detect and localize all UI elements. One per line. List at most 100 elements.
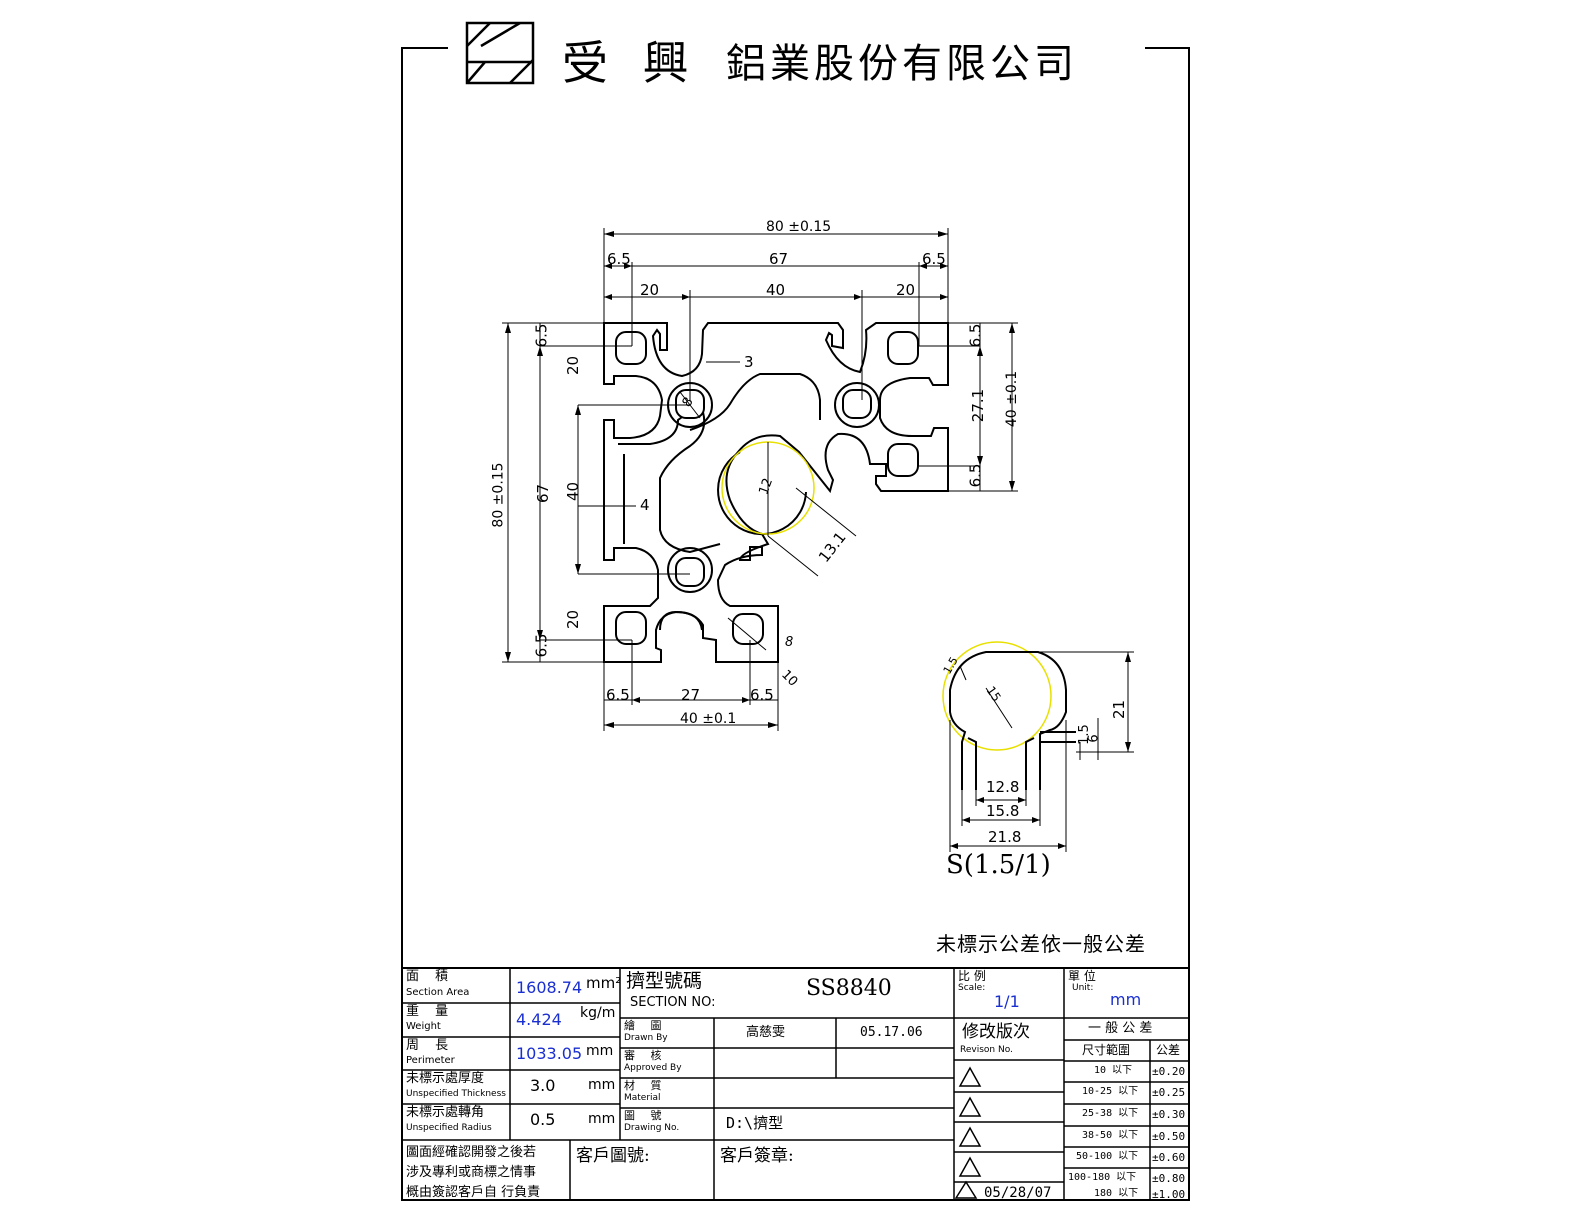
- perimeter-label-cn: 周 長: [406, 1038, 455, 1053]
- dim-top-middle: 67: [769, 250, 789, 268]
- revision-label-cn: 修改版次: [962, 1022, 1030, 1042]
- dim-left-40: 40: [564, 481, 583, 502]
- tolerance-value: ±0.30: [1152, 1108, 1186, 1121]
- tolerance-value: ±0.50: [1152, 1130, 1186, 1143]
- dim-left-edge-bottom: 6.5: [532, 633, 551, 658]
- dim-right-edge-bottom: 6.5: [966, 463, 985, 488]
- thickness-label-cn: 未標示處厚度: [406, 1071, 485, 1086]
- slot-dim-12-8: 12.8: [986, 778, 1020, 796]
- radius-unit: mm: [588, 1111, 616, 1127]
- dim-right-40: 40 ±0.1: [1004, 370, 1021, 428]
- drawing-frame: [401, 47, 1190, 1201]
- company-logo-icon: [465, 21, 535, 85]
- drawing-no-label-en: Drawing No.: [624, 1123, 680, 1133]
- drawn-by-value: 高慈雯: [746, 1025, 786, 1040]
- dim-left-20-top: 20: [564, 355, 583, 376]
- customer-sign-label: 客戶簽章:: [720, 1146, 794, 1166]
- profile-internal-details: [618, 373, 880, 631]
- dim-bottom-edge-right: 6.5: [750, 686, 774, 704]
- unit-label-cn: 單 位: [1068, 969, 1096, 983]
- perimeter-value: 1033.05: [516, 1044, 583, 1063]
- tolerance-col-tol: 公差: [1156, 1043, 1181, 1057]
- slot-dim-height-21: 21: [1110, 699, 1129, 720]
- area-label-en: Section Area: [406, 987, 470, 998]
- thickness-label-en: Unspecified Thickness: [406, 1089, 506, 1099]
- tolerance-range: 10-25 以下: [1082, 1086, 1139, 1097]
- slot-dim-6: 6: [1086, 734, 1102, 743]
- tolerance-value: ±1.00: [1152, 1188, 1186, 1201]
- scale-label-en: Scale:: [958, 983, 986, 993]
- drawn-label-cn: 繪 圖: [624, 1019, 668, 1032]
- drawn-date: 05.17.06: [860, 1025, 923, 1040]
- company-name: 鋁業股份有限公司: [726, 41, 1078, 87]
- drawing-no-value: D:\擠型: [726, 1114, 784, 1132]
- dim-right-27-1: 27.1: [969, 388, 988, 423]
- disclaimer-line-2: 涉及專利或商標之情事: [406, 1165, 537, 1180]
- area-value: 1608.74: [516, 978, 583, 997]
- dim-small-8: 8: [785, 635, 794, 650]
- unit-label-en: Unit:: [1072, 983, 1094, 993]
- revision-triangle-icons: [954, 1066, 982, 1199]
- slot-dim-21-8: 21.8: [988, 828, 1022, 846]
- tolerance-range: 10 以下: [1094, 1065, 1133, 1076]
- thickness-value: 3.0: [530, 1076, 556, 1095]
- section-label-en: SECTION NO:: [630, 995, 716, 1010]
- weight-unit: kg/m: [580, 1005, 616, 1021]
- dim-top-40: 40: [766, 281, 786, 299]
- disclaimer-line-3: 概由簽認客戶自 行負責: [406, 1185, 541, 1200]
- drawn-label-en: Drawn By: [624, 1033, 668, 1043]
- weight-value: 4.424: [516, 1010, 562, 1029]
- tolerance-value: ±0.20: [1152, 1065, 1186, 1078]
- dim-wall-3: 3: [744, 353, 754, 371]
- area-unit: mm²: [586, 974, 622, 992]
- section-number: SS8840: [806, 976, 892, 1001]
- unit-value: mm: [1110, 990, 1142, 1009]
- radius-value: 0.5: [530, 1110, 556, 1129]
- tolerance-title: 一 般 公 差: [1088, 1021, 1153, 1036]
- dim-wall-4: 4: [640, 496, 650, 514]
- title-block-grid: [402, 967, 1189, 1200]
- approved-label-en: Approved By: [624, 1063, 682, 1073]
- tolerance-range: 25-38 以下: [1082, 1108, 1139, 1119]
- dim-bottom-edge-left: 6.5: [606, 686, 630, 704]
- customer-drawing-label: 客戶圖號:: [576, 1146, 650, 1166]
- perimeter-label-en: Perimeter: [406, 1055, 455, 1066]
- tolerance-value: ±0.80: [1152, 1172, 1186, 1185]
- brand-name: 受 興: [562, 36, 699, 90]
- perimeter-unit: mm: [586, 1043, 614, 1059]
- drawing-no-label-cn: 圖 號: [624, 1109, 668, 1122]
- profile-bores: [615, 331, 919, 645]
- weight-label-cn: 重 量: [406, 1004, 455, 1019]
- slot-dim-15-8: 15.8: [986, 802, 1020, 820]
- general-tolerance-note: 未標示公差依一般公差: [936, 932, 1146, 956]
- tolerance-range: 38-50 以下: [1082, 1130, 1139, 1141]
- tolerance-range: 50-100 以下: [1076, 1151, 1139, 1162]
- dim-top-left-20: 20: [640, 281, 660, 299]
- section-label-cn: 擠型號碼: [626, 970, 703, 992]
- tolerance-col-range: 尺寸範圍: [1082, 1043, 1131, 1057]
- dim-left-edge-top: 6.5: [532, 323, 551, 348]
- scale-value: 1/1: [994, 992, 1020, 1011]
- tolerance-value: ±0.25: [1152, 1086, 1186, 1099]
- dimension-lines: [502, 228, 1018, 731]
- approved-label-cn: 審 核: [624, 1049, 668, 1062]
- dim-top-edge-right: 6.5: [922, 250, 946, 268]
- dim-bottom-27: 27: [681, 686, 701, 704]
- slot-detail-outline: [949, 651, 1076, 790]
- tolerance-value: ±0.60: [1152, 1151, 1186, 1164]
- radius-label-cn: 未標示處轉角: [406, 1105, 485, 1120]
- dim-bottom-overall: 40 ±0.1: [680, 711, 737, 727]
- weight-label-en: Weight: [406, 1021, 441, 1032]
- dim-overall-width: 80 ±0.15: [766, 219, 832, 235]
- dim-top-right-20: 20: [896, 281, 916, 299]
- material-label-en: Material: [624, 1093, 661, 1103]
- slot-detail-arrows: [950, 652, 1131, 849]
- tolerance-range: 180 以下: [1094, 1188, 1139, 1199]
- dim-left-overall: 80 ±0.15: [490, 462, 507, 528]
- material-label-cn: 材 質: [624, 1079, 668, 1092]
- revision-date: 05/28/07: [984, 1185, 1052, 1201]
- dim-top-edge: 6.5: [607, 250, 631, 268]
- revision-label-en: Revison No.: [960, 1045, 1013, 1055]
- slot-detail-label: S(1.5/1): [946, 850, 1051, 880]
